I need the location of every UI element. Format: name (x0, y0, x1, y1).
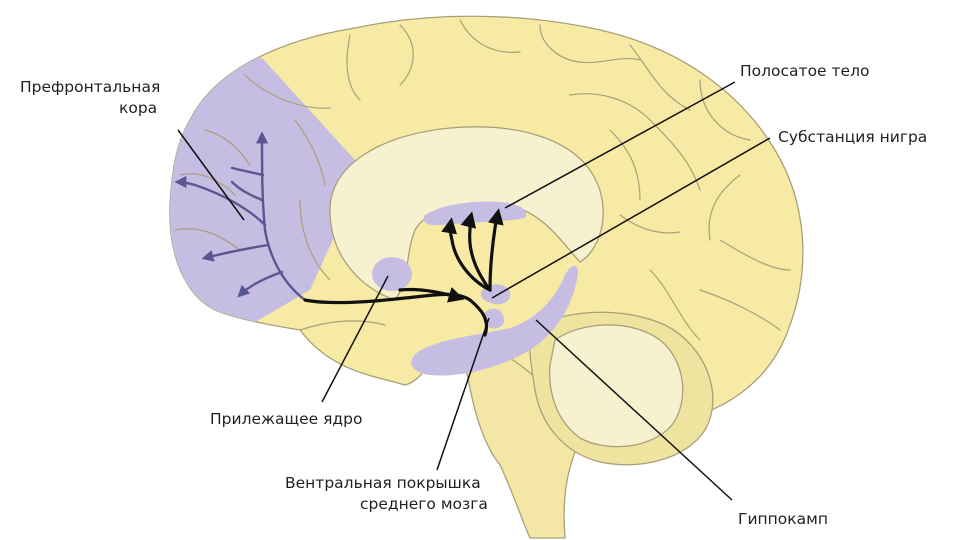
label-prefrontal-line1: Префронтальная (20, 78, 160, 96)
label-vta-line1: Вентральная покрышка (285, 474, 481, 492)
hippocampus-region (411, 265, 578, 376)
leader-striatum (504, 81, 736, 209)
gyri-lines (174, 19, 791, 341)
cerebellum-inner (549, 324, 684, 448)
leader-substantia-nigra (491, 137, 771, 299)
leader-lines (177, 81, 771, 501)
prefrontal-cortex-region (169, 58, 355, 330)
labels: Префронтальная кора Полосатое тело Субст… (20, 62, 927, 528)
leader-nucleus-accumbens (321, 275, 389, 403)
label-prefrontal-line2: кора (119, 99, 157, 117)
label-hippocampus: Гиппокамп (738, 510, 828, 528)
leader-vta (436, 317, 490, 471)
leader-prefrontal (177, 129, 245, 221)
vta-lower-region (482, 308, 505, 329)
label-nucleus-accumbens: Прилежащее ядро (210, 410, 362, 428)
label-substantia-nigra: Субстанция нигра (778, 128, 927, 146)
dopamine-pathways (303, 208, 504, 337)
label-vta-line2: среднего мозга (360, 495, 488, 513)
leader-hippocampus (535, 319, 733, 501)
nucleus-accumbens-region (372, 257, 412, 291)
label-striatum: Полосатое тело (740, 62, 869, 80)
cingulate-region (329, 126, 604, 301)
prefrontal-pathway-branches (174, 131, 307, 302)
